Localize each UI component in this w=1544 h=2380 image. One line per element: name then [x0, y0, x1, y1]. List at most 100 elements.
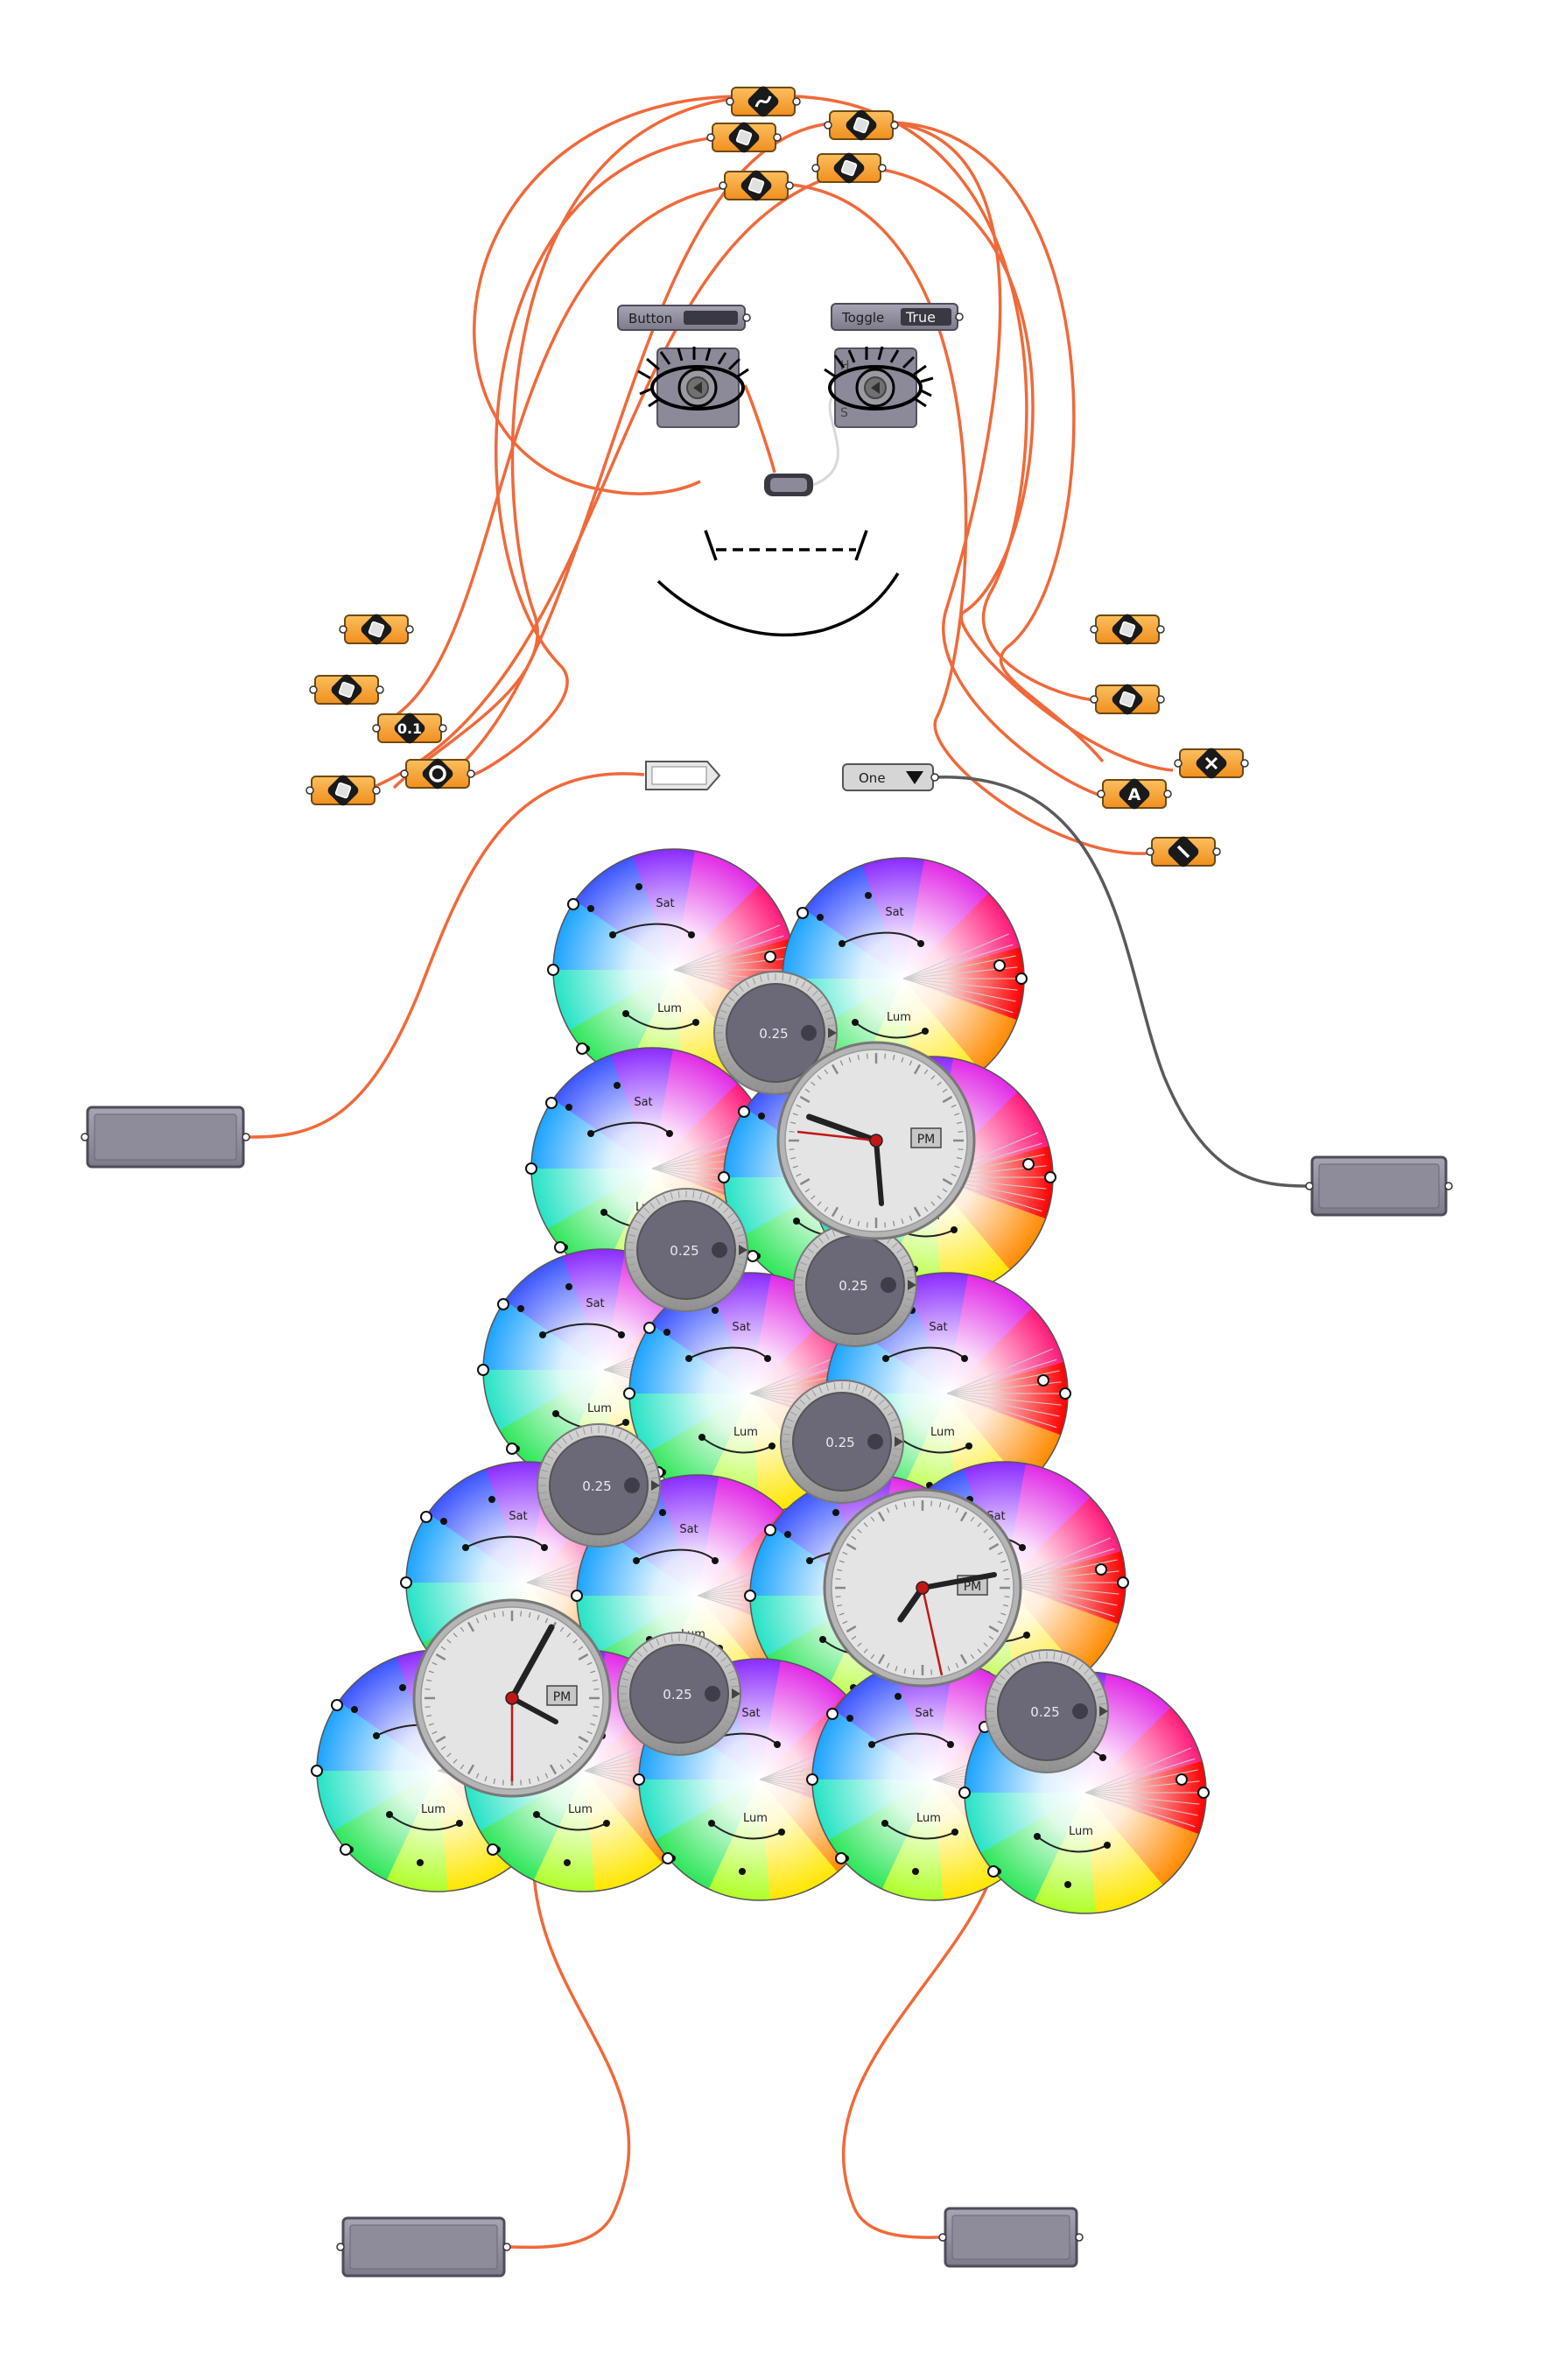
knob-grip-icon[interactable]: [801, 1025, 817, 1041]
wheel-handle[interactable]: [420, 1511, 432, 1523]
hair-component-number[interactable]: 0.1: [372, 711, 447, 746]
knob-grip-icon[interactable]: [1072, 1703, 1088, 1719]
hair-component-line[interactable]: [1146, 834, 1221, 869]
knob-grip-icon[interactable]: [624, 1478, 640, 1493]
knob-slider[interactable]: 0.25: [985, 1649, 1109, 1773]
wheel-handle[interactable]: [1044, 1171, 1056, 1183]
hair-component-curve[interactable]: [726, 84, 801, 119]
knob-slider[interactable]: 0.25: [617, 1632, 741, 1756]
hair-component-surface[interactable]: [824, 108, 899, 143]
wire-nose-right: [812, 392, 839, 487]
wheel-handle[interactable]: [547, 964, 559, 976]
wheel-handle[interactable]: [1037, 1374, 1049, 1387]
clock-meridiem: PM: [964, 1580, 982, 1594]
button-component[interactable]: Button: [617, 305, 751, 331]
wheel-handle[interactable]: [826, 1708, 839, 1720]
output-box-left-foot[interactable]: [336, 2216, 511, 2278]
wheel-handle[interactable]: [1059, 1387, 1071, 1400]
hair-component-frame[interactable]: [719, 168, 794, 203]
hair-component-text[interactable]: A: [1097, 776, 1172, 811]
wheel-handle[interactable]: [1176, 1773, 1188, 1786]
nose-relay[interactable]: [764, 474, 813, 496]
wheel-handle[interactable]: [958, 1787, 971, 1799]
hair-component-geometry[interactable]: [305, 773, 381, 808]
wheel-handle[interactable]: [1197, 1787, 1210, 1799]
knob-grip-icon[interactable]: [881, 1277, 896, 1293]
output-box-right-foot[interactable]: [938, 2207, 1084, 2268]
hair-component-cube[interactable]: [706, 120, 782, 155]
hair-component-disk[interactable]: [1090, 682, 1165, 717]
hair-component-plane[interactable]: [339, 612, 414, 647]
clock-hour-hand: [806, 1113, 880, 1144]
clock-widget[interactable]: PM: [412, 1598, 612, 1798]
wheel-handle[interactable]: [623, 1387, 635, 1400]
hair-component-box[interactable]: [811, 151, 887, 186]
eye-left-component[interactable]: [637, 347, 749, 428]
wheel-handle[interactable]: [718, 1171, 730, 1183]
chevron-down-icon[interactable]: [906, 771, 923, 784]
wheel-handle[interactable]: [571, 1590, 583, 1602]
wheel-handle[interactable]: [987, 1865, 1000, 1878]
wheel-handle[interactable]: [525, 1162, 537, 1175]
button-face[interactable]: [684, 311, 738, 325]
wheel-handle[interactable]: [331, 1699, 343, 1711]
value-list-component[interactable]: One: [842, 763, 939, 791]
hair-component-close[interactable]: [1174, 746, 1249, 781]
wheel-handle[interactable]: [797, 907, 809, 919]
wire-6: [892, 121, 1105, 763]
wheel-handle[interactable]: [545, 1097, 558, 1109]
wheel-handle[interactable]: [633, 1773, 645, 1786]
wheel-handle[interactable]: [1117, 1576, 1129, 1589]
knob-grip-icon[interactable]: [705, 1686, 720, 1702]
surface-icon: [846, 109, 877, 141]
knob-slider[interactable]: 0.25: [793, 1223, 917, 1347]
wheel-handle[interactable]: [1095, 1563, 1107, 1576]
wheel-handle[interactable]: [487, 1843, 499, 1856]
wheel-handle[interactable]: [764, 951, 776, 963]
output-box-left-hand[interactable]: [81, 1106, 250, 1169]
clock-widget[interactable]: PM: [776, 1041, 976, 1240]
toggle-component[interactable]: Toggle True: [831, 303, 964, 331]
knob-slider[interactable]: 0.25: [713, 971, 838, 1095]
wheel-handle[interactable]: [764, 1524, 776, 1536]
wheel-handle[interactable]: [554, 1241, 566, 1253]
knob-grip-icon[interactable]: [712, 1242, 727, 1258]
wheel-handle[interactable]: [497, 1298, 509, 1310]
wheel-handle[interactable]: [506, 1443, 518, 1455]
wheel-handle[interactable]: [747, 1250, 759, 1262]
wheel-handle[interactable]: [1015, 972, 1028, 985]
wheel-handle[interactable]: [835, 1852, 847, 1864]
hair-component-circle[interactable]: [400, 756, 475, 791]
wheel-handle[interactable]: [643, 1322, 656, 1334]
wheel-handle[interactable]: [993, 959, 1006, 972]
wheel-lum-label: Lum: [916, 1812, 941, 1825]
wheel-lum-label: Lum: [887, 1011, 911, 1024]
wheel-handle[interactable]: [340, 1843, 352, 1856]
wheel-handle[interactable]: [1022, 1158, 1035, 1170]
wheel-handle[interactable]: [477, 1364, 489, 1376]
wheel-sat-label: Sat: [741, 1707, 760, 1720]
wheel-handle[interactable]: [576, 1043, 588, 1055]
hair-component-image[interactable]: [309, 672, 384, 707]
wheel-lum-label: Lum: [421, 1803, 446, 1816]
knob-slider[interactable]: 0.25: [537, 1423, 661, 1548]
wheel-handle[interactable]: [806, 1773, 818, 1786]
wheel-handle[interactable]: [662, 1852, 674, 1864]
toggle-value-box[interactable]: [901, 308, 951, 326]
clock-widget[interactable]: PM: [823, 1488, 1022, 1688]
hair-component-sphere[interactable]: [1090, 612, 1165, 647]
wheel-handle[interactable]: [738, 1106, 750, 1118]
wheel-handle[interactable]: [744, 1590, 756, 1602]
knob-slider[interactable]: 0.25: [780, 1380, 904, 1504]
knob-grip-icon[interactable]: [867, 1434, 883, 1450]
output-box-right-hand[interactable]: [1305, 1155, 1453, 1217]
wheel-handle[interactable]: [567, 898, 579, 910]
eye-right-component[interactable]: H S: [824, 346, 934, 428]
wheel-handle[interactable]: [400, 1576, 412, 1589]
panel-component[interactable]: [645, 761, 721, 790]
clock-layer: PM PM PM: [412, 1041, 1022, 1798]
wheel-handle[interactable]: [311, 1765, 323, 1777]
hair-components: 0.1A: [305, 84, 1249, 869]
knob-slider[interactable]: 0.25: [624, 1188, 748, 1312]
